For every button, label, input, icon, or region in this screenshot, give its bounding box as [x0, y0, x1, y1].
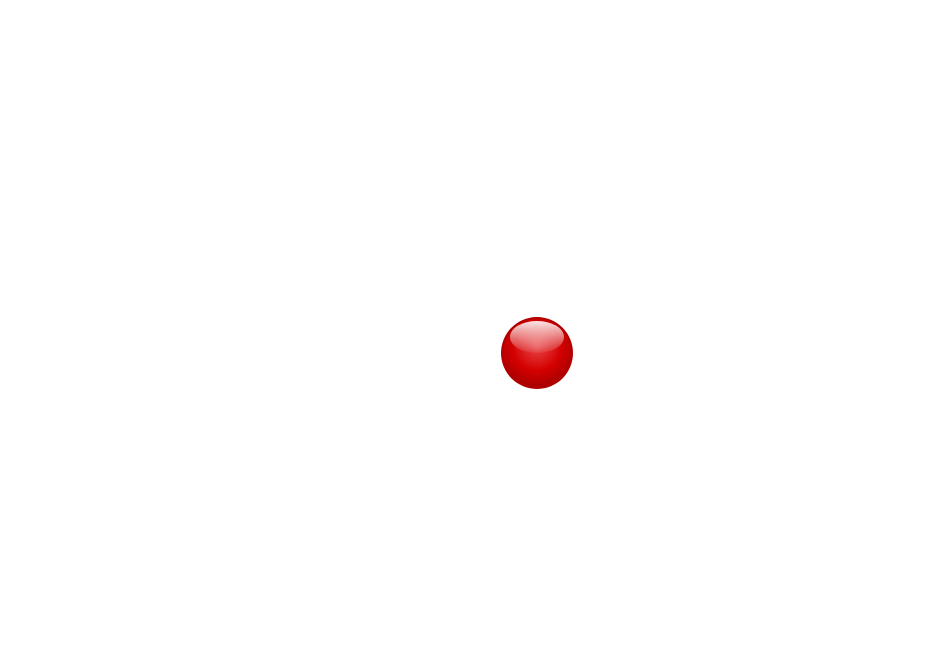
ball-glow [515, 370, 559, 387]
glossy-red-sphere-icon [501, 317, 573, 389]
ball-shine [510, 321, 564, 353]
